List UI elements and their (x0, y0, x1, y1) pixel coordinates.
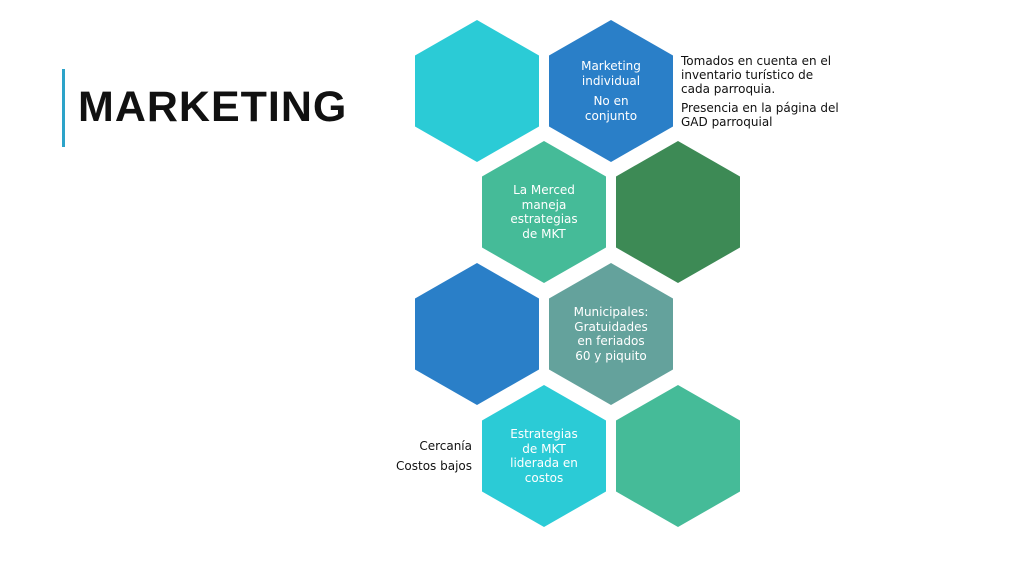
note-estrategias-costos: Cercanía Costos bajos (380, 439, 472, 473)
hexagon-blank-4 (616, 385, 740, 527)
hexagon-marketing-individual: Marketing individual No en conjunto (549, 20, 673, 162)
note-marketing-individual: Tomados en cuenta en el inventario turís… (681, 54, 841, 129)
hexagon-line: Marketing individual (581, 59, 641, 88)
hexagon-line: La Merced maneja estrategias de MKT (510, 183, 578, 241)
hexagon-la-merced: La Merced maneja estrategias de MKT (482, 141, 606, 283)
hexagon-line: Estrategias de MKT liderada en costos (510, 427, 578, 485)
note-line: Cercanía (419, 439, 472, 453)
page-title: MARKETING (78, 83, 348, 131)
hexagon-estrategias-costos: Estrategias de MKT liderada en costos (482, 385, 606, 527)
hexagon-text: Marketing individual No en conjunto (568, 59, 654, 123)
note-line: Costos bajos (396, 459, 472, 473)
hexagon-text: La Merced maneja estrategias de MKT (501, 183, 587, 241)
hexagon-blank-1 (415, 20, 539, 162)
hexagon-municipales: Municipales: Gratuidades en feriados 60 … (549, 263, 673, 405)
title-accent-bar (62, 69, 65, 147)
hexagon-line: Municipales: Gratuidades en feriados 60 … (573, 305, 649, 363)
hexagon-text: Estrategias de MKT liderada en costos (501, 427, 587, 485)
hexagon-text: Municipales: Gratuidades en feriados 60 … (568, 305, 654, 363)
hexagon-blank-2 (616, 141, 740, 283)
hexagon-line: No en conjunto (584, 94, 638, 123)
note-line: Presencia en la página del GAD parroquia… (681, 101, 839, 129)
hexagon-blank-3 (415, 263, 539, 405)
note-line: Tomados en cuenta en el inventario turís… (681, 54, 832, 96)
